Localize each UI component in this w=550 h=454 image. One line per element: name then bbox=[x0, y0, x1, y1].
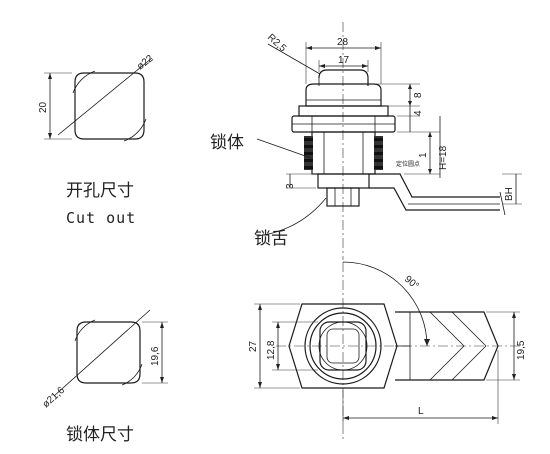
dim-27: 27 bbox=[248, 303, 300, 389]
front-hex-body bbox=[288, 303, 398, 389]
radius-label: R2,5 bbox=[265, 32, 288, 55]
lock-tongue-label: 锁舌 bbox=[254, 229, 288, 249]
width-17-label: 17 bbox=[338, 55, 350, 66]
dim-27-label: 27 bbox=[248, 340, 259, 352]
width-28-dimension: 28 bbox=[305, 37, 382, 84]
dim-l-label: L bbox=[418, 406, 424, 417]
dim-8-label: 8 bbox=[413, 92, 424, 98]
dim-4-label: 4 bbox=[413, 110, 424, 116]
lock-body-callout: 锁体 bbox=[210, 133, 312, 159]
dim-l: L bbox=[342, 350, 499, 424]
lock-body-size-title: 锁体尺寸 bbox=[66, 425, 134, 445]
dim-3: 3 bbox=[285, 173, 316, 189]
cutout-height-dimension: 20 bbox=[38, 72, 72, 140]
width-28-label: 28 bbox=[337, 37, 349, 48]
right-vertical-dimensions bbox=[370, 83, 441, 178]
dim-1-label: 1 bbox=[418, 152, 429, 158]
bh-dimension: BH bbox=[502, 173, 522, 205]
bh-label: BH bbox=[504, 187, 515, 201]
lock-thread bbox=[304, 131, 383, 175]
position-point-label: 定位圆点 bbox=[396, 160, 420, 168]
radius-callout: R2,5 bbox=[265, 32, 321, 75]
dim-12-8-label: 12,8 bbox=[266, 340, 277, 360]
lock-flange bbox=[291, 105, 396, 133]
front-tongue bbox=[395, 311, 499, 381]
diameter-leader-line bbox=[57, 57, 153, 136]
cutout-title-en: Cut out bbox=[66, 209, 136, 227]
lock-head bbox=[305, 69, 382, 107]
dim-19-5: 19,5 bbox=[486, 311, 527, 381]
cutout-title-cn: 开孔尺寸 bbox=[66, 181, 134, 201]
body-diameter-label: ø21,6 bbox=[41, 385, 68, 411]
h18-label: H=18 bbox=[438, 145, 449, 170]
dim-3-label: 3 bbox=[285, 183, 296, 189]
body-height-label: 19,6 bbox=[150, 346, 161, 366]
lock-body-shape bbox=[53, 309, 151, 397]
dim-19-5-label: 19,5 bbox=[516, 340, 527, 360]
lock-tongue-callout: 锁舌 bbox=[254, 197, 327, 249]
body-height-dimension: 19,6 bbox=[142, 321, 168, 384]
body-diameter-leader-line bbox=[53, 309, 151, 397]
dim-12-8: 12,8 bbox=[266, 321, 318, 371]
width-17-dimension: 17 bbox=[318, 55, 369, 72]
lock-tongue-side bbox=[317, 173, 506, 216]
lock-body-label: 锁体 bbox=[210, 133, 244, 153]
cutout-height-label: 20 bbox=[38, 101, 49, 113]
cutout-shape bbox=[57, 57, 153, 142]
